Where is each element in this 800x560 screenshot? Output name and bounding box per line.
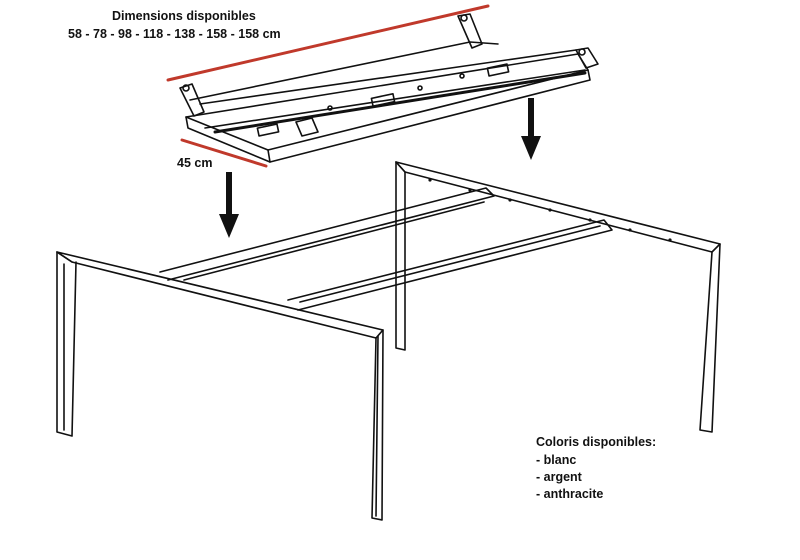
leg-back-left <box>395 161 406 351</box>
depth-label: 45 cm <box>177 156 213 170</box>
measure-lines <box>166 4 490 168</box>
arrows <box>219 98 541 238</box>
cable-tray <box>179 13 599 163</box>
leg-back-right <box>699 243 721 433</box>
leg-front-left <box>56 251 77 437</box>
dimensions-sizes: 58 - 78 - 98 - 118 - 138 - 158 - 158 cm <box>68 27 281 41</box>
length-measure-line <box>166 4 490 82</box>
colors-block: Coloris disponibles: - blanc - argent - … <box>536 435 656 504</box>
colors-title: Coloris disponibles: <box>536 435 657 449</box>
color-item-anthracite: - anthracite <box>536 487 604 501</box>
arrow-down-left <box>219 172 239 238</box>
dimensions-title: Dimensions disponibles <box>112 9 256 23</box>
leg-front-right <box>371 329 384 521</box>
color-item-argent: - argent <box>536 470 582 484</box>
depth-measure-line <box>180 138 268 168</box>
table-frame <box>56 161 721 521</box>
color-item-blanc: - blanc <box>536 453 577 467</box>
arrow-down-right <box>521 98 541 160</box>
